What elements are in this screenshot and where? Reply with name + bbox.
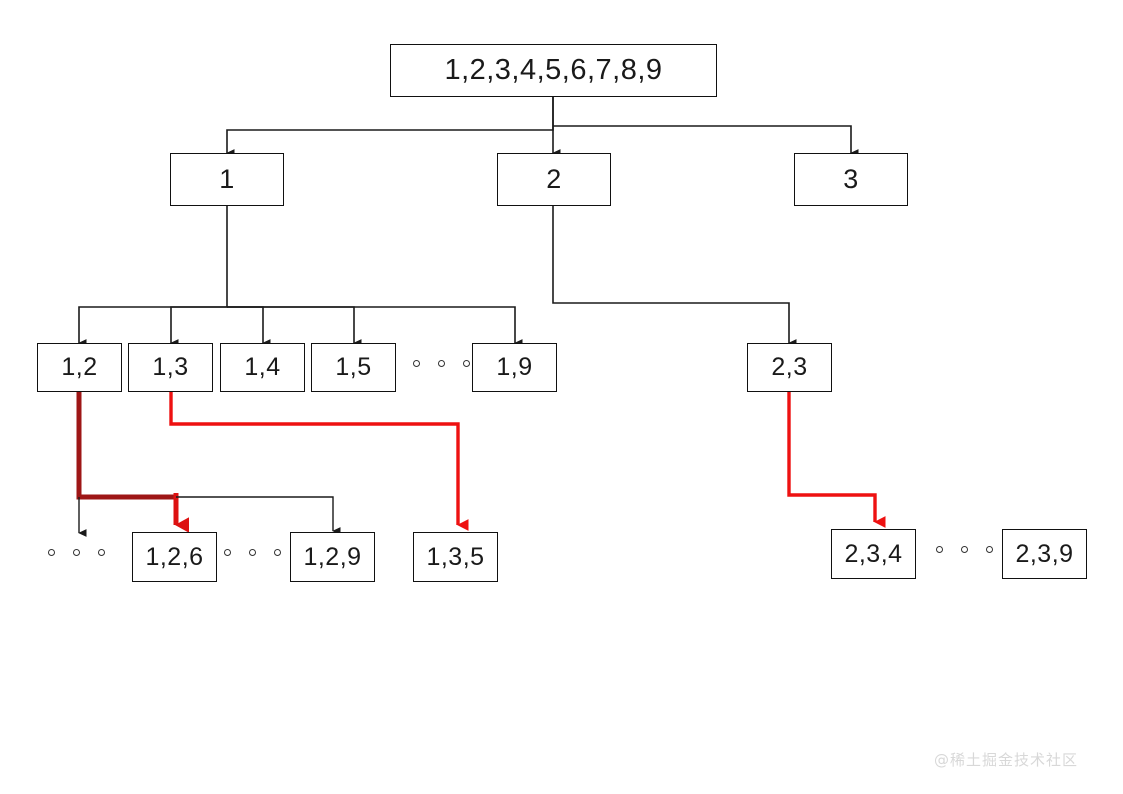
ellipsis-dot xyxy=(463,360,470,367)
edge-n1-to-12 xyxy=(78,206,228,347)
node-label: 1,2,6 xyxy=(145,542,204,571)
node-label: 2,3 xyxy=(771,353,808,381)
node-label: 3 xyxy=(843,164,859,194)
node-n135[interactable]: 1,3,5 xyxy=(413,532,498,582)
node-n2[interactable]: 2 xyxy=(497,153,611,206)
ellipsis-dot xyxy=(249,549,256,556)
edge-n12-branch-dark xyxy=(76,392,176,500)
node-label: 2,3,9 xyxy=(1015,539,1074,568)
node-n12[interactable]: 1,2 xyxy=(37,343,122,392)
ellipsis-dot xyxy=(48,549,55,556)
node-label: 1,2,3,4,5,6,7,8,9 xyxy=(444,54,663,86)
node-n1[interactable]: 1 xyxy=(170,153,284,206)
node-n23[interactable]: 2,3 xyxy=(747,343,832,392)
ellipsis-e-level4-mid xyxy=(224,549,281,556)
node-label: 2,3,4 xyxy=(844,539,903,568)
node-label: 1,4 xyxy=(244,353,281,381)
node-label: 1,3,5 xyxy=(426,542,485,571)
edge-n1-to-14 xyxy=(227,306,271,347)
ellipsis-e-level4-right xyxy=(936,546,993,553)
node-label: 1,2,9 xyxy=(303,542,362,571)
edge-n13-to-135 xyxy=(169,392,469,531)
ellipsis-dot xyxy=(274,549,281,556)
edge-root-to-3 xyxy=(553,125,859,157)
edge-n1-to-19 xyxy=(227,306,523,347)
edge-n1-to-13 xyxy=(170,306,227,347)
edge-n12-to-129 xyxy=(176,496,341,535)
ellipsis-dot xyxy=(224,549,231,556)
ellipsis-dot xyxy=(98,549,105,556)
node-root[interactable]: 1,2,3,4,5,6,7,8,9 xyxy=(390,44,717,97)
node-label: 1 xyxy=(219,164,235,194)
ellipsis-dot xyxy=(413,360,420,367)
node-n15[interactable]: 1,5 xyxy=(311,343,396,392)
node-label: 1,5 xyxy=(335,353,372,381)
node-n129[interactable]: 1,2,9 xyxy=(290,532,375,582)
node-n239[interactable]: 2,3,9 xyxy=(1002,529,1087,579)
edge-n23-to-234 xyxy=(787,392,886,528)
ellipsis-dot xyxy=(986,546,993,553)
edge-n2-to-23 xyxy=(552,206,797,347)
node-label: 1,2 xyxy=(61,353,98,381)
edge-n1-to-15 xyxy=(227,306,362,347)
edge-root-to-1 xyxy=(226,97,554,157)
node-n19[interactable]: 1,9 xyxy=(472,343,557,392)
node-n234[interactable]: 2,3,4 xyxy=(831,529,916,579)
node-label: 1,3 xyxy=(152,353,189,381)
ellipsis-dot xyxy=(961,546,968,553)
node-label: 1,9 xyxy=(496,353,533,381)
node-label: 2 xyxy=(546,164,562,194)
node-n3[interactable]: 3 xyxy=(794,153,908,206)
watermark: @稀土掘金技术社区 xyxy=(934,751,1079,769)
ellipsis-e-level4-far-left xyxy=(48,549,105,556)
ellipsis-e-level3-left xyxy=(413,360,470,367)
node-n13[interactable]: 1,3 xyxy=(128,343,213,392)
node-n126[interactable]: 1,2,6 xyxy=(132,532,217,582)
node-n14[interactable]: 1,4 xyxy=(220,343,305,392)
ellipsis-dot xyxy=(73,549,80,556)
ellipsis-dot xyxy=(936,546,943,553)
ellipsis-dot xyxy=(438,360,445,367)
